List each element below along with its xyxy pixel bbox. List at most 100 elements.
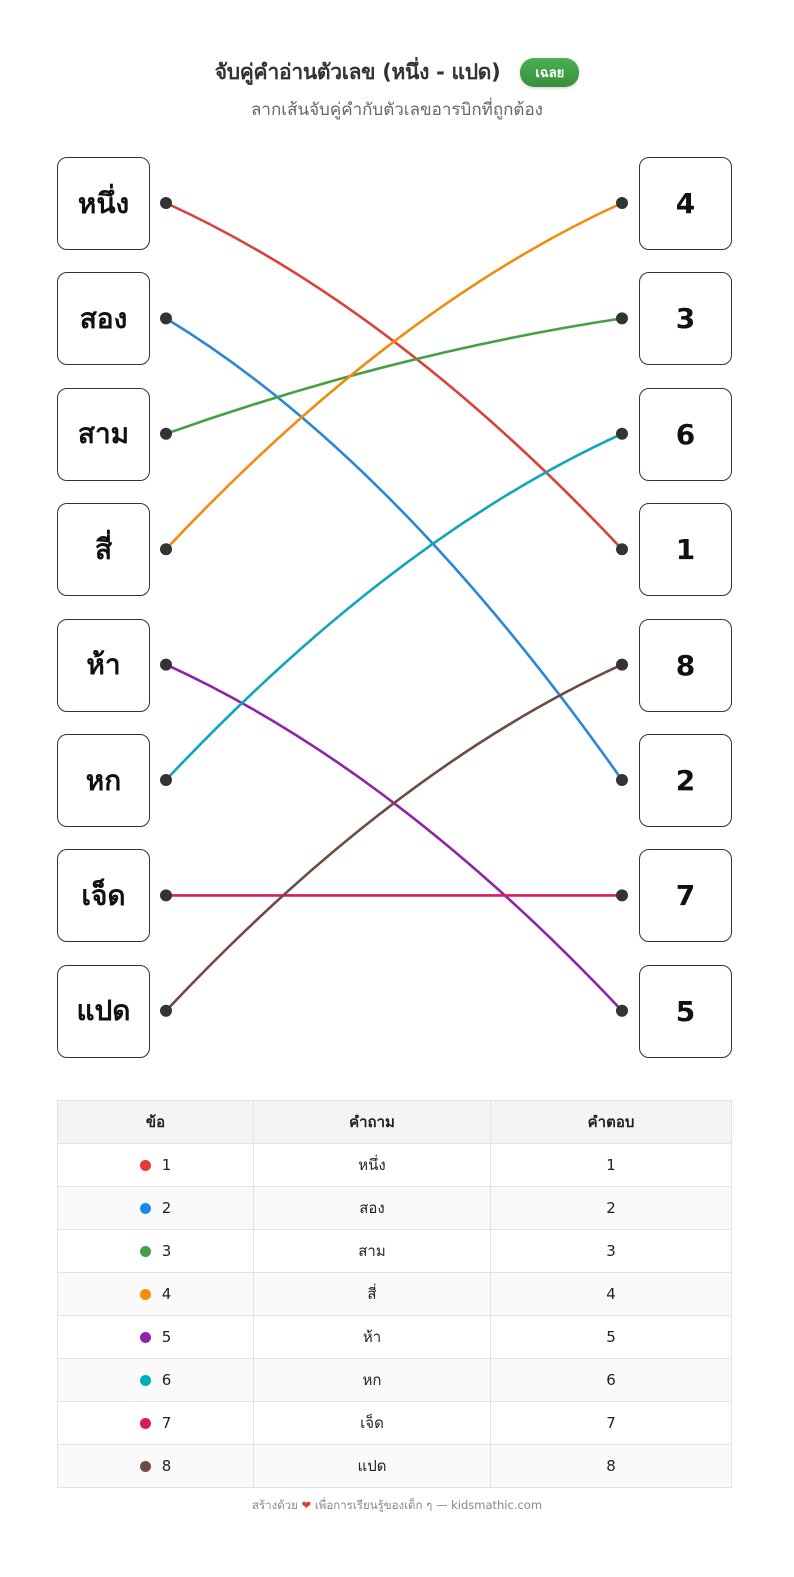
word-box[interactable]: แปด <box>57 964 150 1058</box>
row-number-cell: 7 <box>57 1401 254 1445</box>
color-dot-icon <box>139 1160 151 1171</box>
number-box[interactable]: 2 <box>639 734 732 827</box>
word-box[interactable]: สาม <box>57 387 150 481</box>
number-box[interactable]: 6 <box>639 387 732 481</box>
connection-line[interactable] <box>165 317 624 781</box>
row-number: 7 <box>161 1414 172 1432</box>
question-cell: แปด <box>253 1444 491 1488</box>
title-row: จับคู่คำอ่านตัวเลข (หนึ่ง - แปด) เฉลย <box>0 52 794 92</box>
left-anchor-dot[interactable] <box>160 1004 172 1017</box>
connection-line[interactable] <box>165 201 623 551</box>
connection-line[interactable] <box>165 663 623 1012</box>
footer: สร้างด้วย ❤ เพื่อการเรียนรู้ของเด็ก ๆ — … <box>0 1497 794 1515</box>
left-anchor-dot[interactable] <box>160 889 172 902</box>
word-box[interactable]: หก <box>57 734 150 827</box>
right-anchor-dot[interactable] <box>616 197 628 209</box>
right-anchor-dot[interactable] <box>616 774 628 786</box>
number-box[interactable]: 1 <box>639 503 732 597</box>
number-box[interactable]: 8 <box>639 618 732 712</box>
page-title: จับคู่คำอ่านตัวเลข (หนึ่ง - แปด) <box>214 59 501 84</box>
footer-suffix: เพื่อการเรียนรู้ของเด็ก ๆ — kidsmathic.c… <box>314 1498 543 1512</box>
answer-cell: 5 <box>490 1315 732 1359</box>
right-anchor-dot[interactable] <box>616 312 628 325</box>
color-dot-icon <box>139 1332 151 1343</box>
number-box[interactable]: 3 <box>639 272 732 366</box>
number-box[interactable]: 4 <box>639 157 732 250</box>
number-box[interactable]: 7 <box>639 849 732 943</box>
question-cell: หก <box>253 1358 491 1402</box>
header: จับคู่คำอ่านตัวเลข (หนึ่ง - แปด) เฉลย ลา… <box>0 52 794 123</box>
question-cell: หนึ่ง <box>253 1143 491 1187</box>
connection-line[interactable] <box>165 432 623 781</box>
header-number: ข้อ <box>57 1100 254 1144</box>
word-box[interactable]: เจ็ด <box>57 849 150 943</box>
answer-cell: 1 <box>490 1143 732 1187</box>
right-anchor-dot[interactable] <box>616 543 628 556</box>
right-anchor-dot[interactable] <box>616 427 628 440</box>
row-number-cell: 4 <box>57 1272 254 1316</box>
right-anchor-dot[interactable] <box>616 1004 628 1017</box>
row-number: 3 <box>161 1242 172 1260</box>
right-anchor-dot[interactable] <box>616 658 628 671</box>
right-anchor-dot[interactable] <box>616 889 628 902</box>
row-number-cell: 6 <box>57 1358 254 1402</box>
row-number-cell: 3 <box>57 1229 254 1273</box>
word-box[interactable]: ห้า <box>57 618 150 712</box>
answer-table-header: ข้อ คำถาม คำตอบ <box>57 1100 732 1144</box>
header-answer: คำตอบ <box>490 1100 732 1144</box>
color-dot-icon <box>139 1461 151 1472</box>
row-number-cell: 5 <box>57 1315 254 1359</box>
header-question: คำถาม <box>253 1100 491 1144</box>
left-anchor-dot[interactable] <box>160 197 172 209</box>
word-box[interactable]: หนึ่ง <box>57 157 150 250</box>
connection-line[interactable] <box>165 663 623 1012</box>
color-dot-icon <box>139 1203 151 1214</box>
answer-cell: 6 <box>490 1358 732 1402</box>
connection-line[interactable] <box>165 317 623 436</box>
row-number: 8 <box>161 1457 172 1475</box>
color-dot-icon <box>139 1246 151 1257</box>
number-box[interactable]: 5 <box>639 964 732 1058</box>
row-number-cell: 1 <box>57 1143 254 1187</box>
left-anchor-dot[interactable] <box>160 427 172 440</box>
left-anchor-dot[interactable] <box>160 658 172 671</box>
question-cell: ห้า <box>253 1315 491 1359</box>
row-number: 5 <box>161 1328 172 1346</box>
footer-prefix: สร้างด้วย <box>251 1498 298 1512</box>
row-number: 2 <box>161 1199 172 1217</box>
matching-board: หนึ่งสองสามสี่ห้าหกเจ็ดแปด 4 3 6 1 8 2 7 5 <box>57 157 732 1058</box>
row-number: 4 <box>161 1285 172 1303</box>
question-cell: สอง <box>253 1186 491 1230</box>
connection-lines <box>160 197 628 1017</box>
answer-cell: 3 <box>490 1229 732 1273</box>
row-number-cell: 8 <box>57 1444 254 1488</box>
left-anchor-dot[interactable] <box>160 774 172 786</box>
answer-cell: 8 <box>490 1444 732 1488</box>
word-box[interactable]: สี่ <box>57 503 150 597</box>
color-dot-icon <box>139 1418 151 1429</box>
row-number: 1 <box>161 1156 172 1174</box>
left-anchor-dot[interactable] <box>160 312 172 325</box>
question-cell: สาม <box>253 1229 491 1273</box>
answer-cell: 4 <box>490 1272 732 1316</box>
color-dot-icon <box>139 1289 151 1300</box>
show-answer-button[interactable]: เฉลย <box>520 57 580 87</box>
row-number-cell: 2 <box>57 1186 254 1230</box>
connection-line[interactable] <box>165 201 623 551</box>
heart-icon: ❤ <box>301 1498 312 1512</box>
answer-cell: 7 <box>490 1401 732 1445</box>
row-number: 6 <box>161 1371 172 1389</box>
question-cell: เจ็ด <box>253 1401 491 1445</box>
word-box[interactable]: สอง <box>57 272 150 366</box>
question-cell: สี่ <box>253 1272 491 1316</box>
left-anchor-dot[interactable] <box>160 543 172 556</box>
color-dot-icon <box>139 1375 151 1386</box>
